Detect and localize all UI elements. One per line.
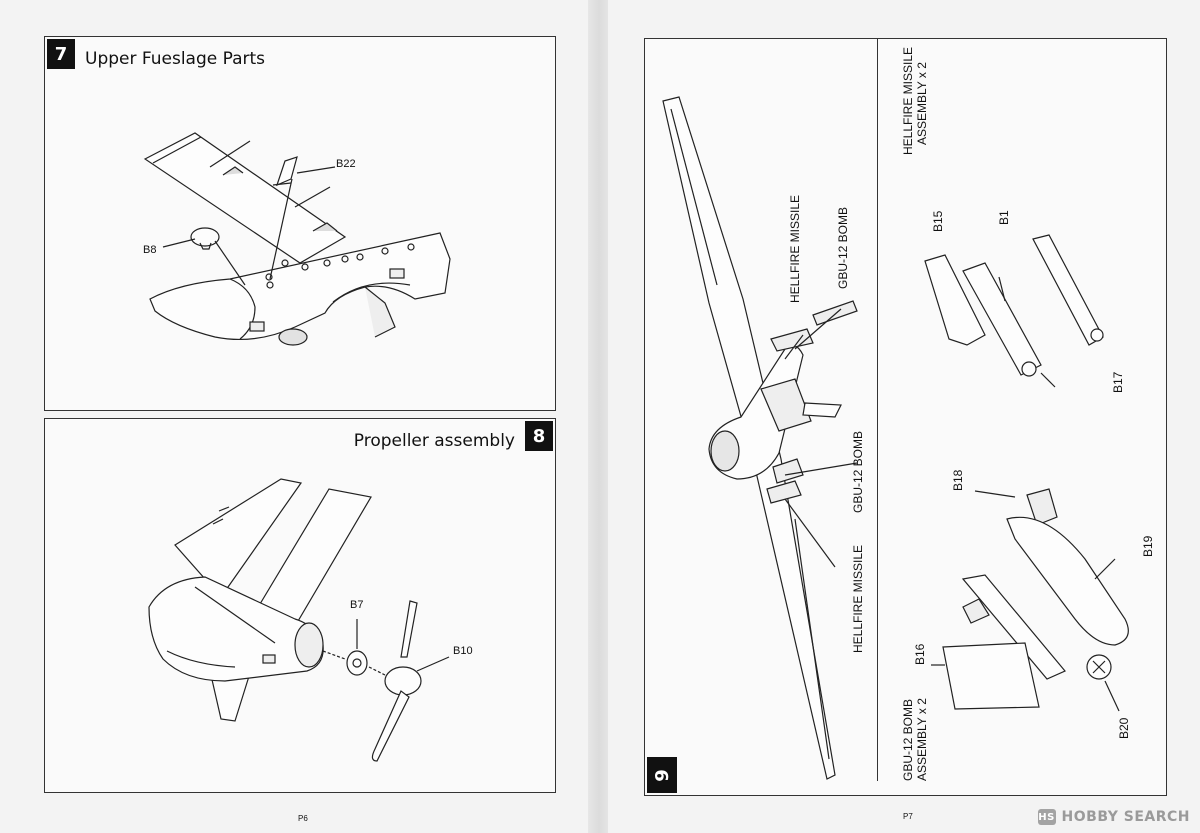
hobby-search-watermark: HS HOBBY SEARCH — [1037, 809, 1190, 825]
binding-spine — [588, 0, 610, 833]
hobby-search-logo-icon: HS — [1037, 809, 1056, 825]
watermark-text: HOBBY SEARCH — [1061, 809, 1190, 825]
page-number: P6 — [298, 814, 308, 823]
hellfire-assembly-drawing — [924, 234, 1104, 388]
step-number-badge: 7 — [47, 39, 75, 69]
aircraft-drawing — [662, 96, 858, 780]
part-label-b19: B19 — [1141, 535, 1155, 557]
part-label-b16: B16 — [913, 643, 927, 665]
step-number-badge: 8 — [525, 421, 553, 451]
gbu12-assembly-drawing — [931, 488, 1129, 712]
part-label-b8: B8 — [143, 244, 157, 256]
propeller-assembly-drawing — [148, 478, 450, 762]
step-title: Propeller assembly — [353, 431, 515, 451]
part-label-b7: B7 — [350, 599, 364, 611]
upper-fuselage-drawing — [143, 132, 451, 346]
page-number: P7 — [903, 812, 913, 821]
step-9-panel: 9 HELLFIRE MISSILE GBU-12 BOMB — [644, 38, 1167, 796]
step-7-panel: 7 Upper Fueslage Parts — [44, 36, 556, 411]
step-number-badge: 9 — [647, 757, 677, 793]
part-label-b10: B10 — [453, 645, 473, 657]
step-title: Upper Fueslage Parts — [85, 49, 266, 69]
step-8-panel: 8 Propeller assembly — [44, 418, 556, 793]
section-divider — [877, 39, 878, 781]
part-label-b20: B20 — [1117, 717, 1131, 739]
part-label-b22: B22 — [336, 158, 356, 170]
part-label-b18: B18 — [951, 469, 965, 491]
